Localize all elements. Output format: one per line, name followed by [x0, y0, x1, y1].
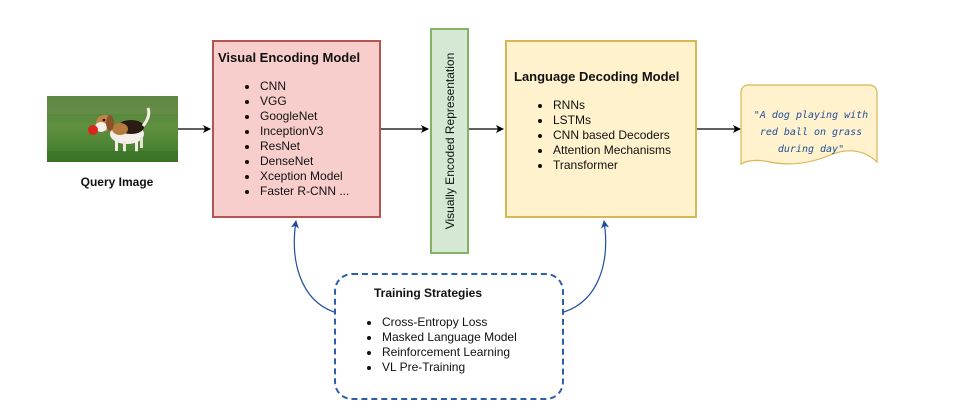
list-item: Faster R-CNN ... [243, 184, 349, 199]
arrow-training-to-decoder [563, 220, 610, 313]
list-item: InceptionV3 [243, 124, 349, 139]
training-strategies-title: Training Strategies [374, 286, 483, 300]
output-caption-document [740, 84, 878, 166]
list-item: GoogleNet [243, 109, 349, 124]
visual-encoding-title: Visual Encoding Model [218, 50, 361, 65]
list-item: ResNet [243, 139, 349, 154]
visual-encoding-box [212, 40, 381, 218]
query-image-label: Query Image [80, 175, 154, 189]
language-decoding-list: RNNs LSTMs CNN based Decoders Attention … [536, 98, 671, 173]
caption-line: during day" [777, 144, 845, 155]
list-item: Reinforcement Learning [365, 345, 517, 360]
training-strategies-list: Cross-Entropy Loss Masked Language Model… [365, 315, 517, 375]
language-decoding-box [505, 40, 697, 218]
list-item: CNN [243, 79, 349, 94]
output-caption-text: "A dog playing with red ball on grass du… [746, 107, 876, 158]
representation-label: Visually Encoded Representation [443, 52, 457, 230]
list-item: VL Pre-Training [365, 360, 517, 375]
caption-line: "A dog playing with [753, 110, 869, 121]
query-image [47, 96, 178, 162]
visual-encoding-list: CNN VGG GoogleNet InceptionV3 ResNet Den… [243, 79, 349, 199]
list-item: LSTMs [536, 113, 671, 128]
list-item: VGG [243, 94, 349, 109]
arrow-training-to-encoder [290, 220, 335, 313]
list-item: Masked Language Model [365, 330, 517, 345]
list-item: Attention Mechanisms [536, 143, 671, 158]
list-item: Cross-Entropy Loss [365, 315, 517, 330]
list-item: RNNs [536, 98, 671, 113]
representation-box [430, 28, 469, 254]
list-item: Transformer [536, 158, 671, 173]
training-strategies-box [334, 273, 564, 400]
list-item: Xception Model [243, 169, 349, 184]
list-item: DenseNet [243, 154, 349, 169]
list-item: CNN based Decoders [536, 128, 671, 143]
caption-line: red ball on grass [759, 127, 863, 138]
language-decoding-title: Language Decoding Model [514, 69, 680, 84]
